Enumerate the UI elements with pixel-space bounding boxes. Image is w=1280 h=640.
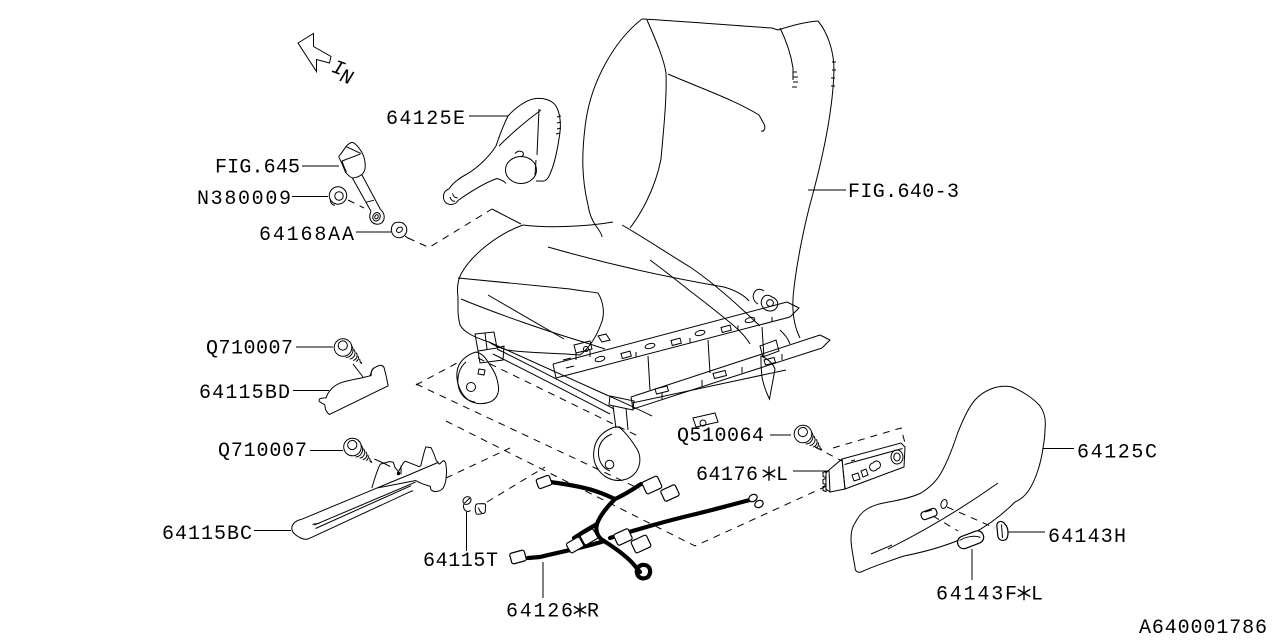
svg-text:L: L [1031,584,1043,607]
svg-text:FIG.645: FIG.645 [215,157,300,180]
svg-text:64115BD: 64115BD [199,382,290,405]
svg-text:64168AA: 64168AA [259,224,354,247]
svg-text:Q510064: Q510064 [677,425,764,448]
svg-text:FIG.640-3: FIG.640-3 [848,181,959,204]
svg-text:L: L [776,464,788,487]
svg-text:64176: 64176 [696,464,758,487]
svg-text:64115BC: 64115BC [162,523,252,546]
svg-text:64143F: 64143F [936,584,1017,607]
svg-text:Q710007: Q710007 [206,338,293,361]
svg-text:64125E: 64125E [386,108,465,131]
svg-text:A640001786: A640001786 [1139,617,1267,640]
svg-text:R: R [587,601,599,624]
svg-text:64125C: 64125C [1077,442,1157,465]
svg-text:64126: 64126 [506,601,573,624]
svg-text:Q710007: Q710007 [218,440,307,463]
svg-text:64115T: 64115T [423,550,498,573]
svg-text:N380009: N380009 [197,188,291,211]
svg-text:64143H: 64143H [1048,526,1126,549]
